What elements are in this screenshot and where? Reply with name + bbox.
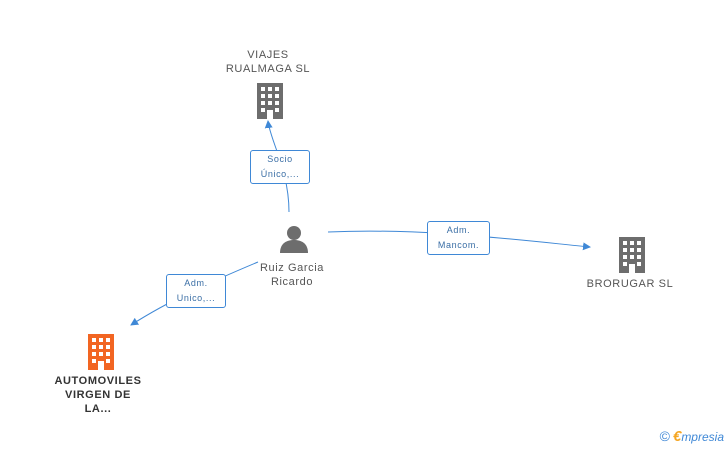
edge-label-mancom[interactable]: Adm. Mancom. xyxy=(427,221,490,255)
edge-label-unico-line2: Unico,... xyxy=(176,293,216,303)
brand-logo-text: mpresia xyxy=(681,430,724,444)
node-person-line2: Ricardo xyxy=(270,276,314,288)
edge-label-socio-line2: Único,... xyxy=(260,169,300,179)
node-brorugar-label[interactable]: BRORUGAR SL xyxy=(580,277,680,291)
node-automoviles-label[interactable]: AUTOMOVILES VIRGEN DE LA... xyxy=(48,374,148,416)
building-icon[interactable] xyxy=(255,83,285,119)
copyright-symbol: © xyxy=(659,428,670,444)
node-brorugar-line1: BRORUGAR SL xyxy=(586,278,674,290)
brand-logo-initial: € xyxy=(672,428,682,445)
node-viajes-line2: RUALMAGA SL xyxy=(225,63,311,75)
edge-label-mancom-line2: Mancom. xyxy=(437,240,480,250)
person-icon[interactable] xyxy=(279,225,309,253)
node-automoviles-line2: VIRGEN DE xyxy=(65,389,131,401)
edge-label-socio-line1: Socio xyxy=(267,154,293,164)
node-automoviles-line3: LA... xyxy=(84,403,112,415)
edge-label-unico-line1: Adm. xyxy=(184,278,208,288)
building-icon-highlight[interactable] xyxy=(86,334,116,370)
node-automoviles-line1: AUTOMOVILES xyxy=(54,375,142,387)
node-person-label[interactable]: Ruiz Garcia Ricardo xyxy=(242,261,342,289)
empresia-watermark: ©€mpresia xyxy=(660,428,724,445)
node-viajes-line1: VIAJES xyxy=(247,49,289,61)
edge-label-unico[interactable]: Adm. Unico,... xyxy=(166,274,226,308)
edge-label-mancom-line1: Adm. xyxy=(446,225,471,235)
building-icon[interactable] xyxy=(617,237,647,273)
node-person-line1: Ruiz Garcia xyxy=(259,262,325,274)
node-viajes-label[interactable]: VIAJES RUALMAGA SL xyxy=(218,48,318,76)
edge-label-socio[interactable]: Socio Único,... xyxy=(250,150,310,184)
